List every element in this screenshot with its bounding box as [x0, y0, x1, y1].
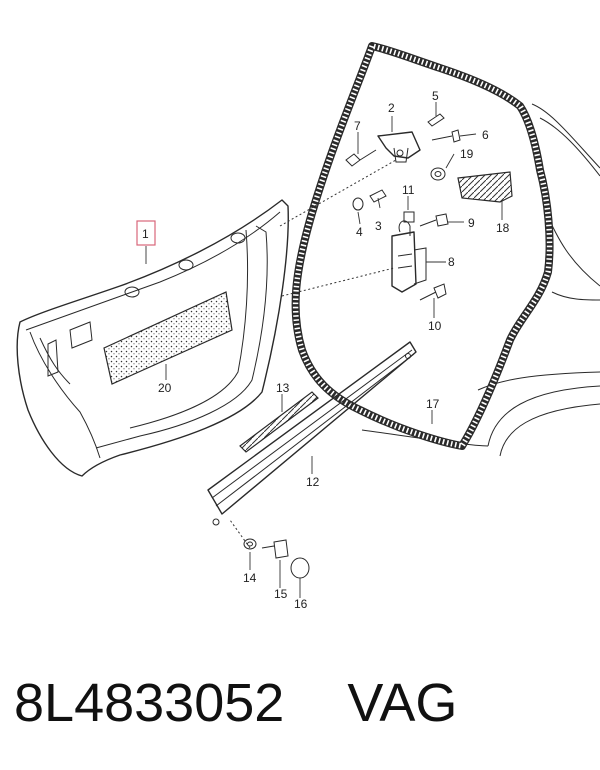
label-2: 2: [388, 101, 395, 115]
label-16: 16: [294, 597, 308, 611]
label-15: 15: [274, 587, 288, 601]
label-8: 8: [448, 255, 455, 269]
label-11: 11: [402, 183, 415, 197]
label-9: 9: [468, 216, 475, 230]
label-17: 17: [426, 397, 440, 411]
leader-lines: [145, 102, 503, 598]
label-10: 10: [428, 319, 442, 333]
label-7: 7: [354, 119, 361, 133]
label-13: 13: [276, 381, 290, 395]
fasteners: [243, 113, 461, 579]
part-labels: 1 2 3 4 5 6 7 8 9 10 11 12 13 14 15 16 1…: [142, 89, 510, 611]
label-14: 14: [243, 571, 257, 585]
label-3: 3: [375, 219, 382, 233]
lower-hinge: [391, 220, 427, 293]
foam-pad: [103, 291, 233, 385]
door-seal: [291, 42, 554, 450]
label-18: 18: [496, 221, 510, 235]
sill-strip: [207, 341, 417, 526]
label-5: 5: [432, 89, 439, 103]
assembly-lines: [229, 159, 397, 549]
label-4: 4: [356, 225, 363, 239]
part-number: 8L4833052: [14, 673, 285, 733]
footer-caption: 8L4833052 VAG: [14, 672, 594, 742]
label-1: 1: [142, 227, 149, 241]
stop-pad: [457, 171, 513, 203]
exploded-parts-diagram: 1 2 3 4 5 6 7 8 9 10 11 12 13 14 15 16 1…: [16, 42, 600, 611]
door-trim-panel: [16, 199, 289, 477]
label-6: 6: [482, 128, 489, 142]
brand-name: VAG: [347, 673, 458, 733]
label-20: 20: [158, 381, 172, 395]
upper-hinge: [377, 131, 421, 163]
rubber-strip: [239, 391, 319, 453]
label-19: 19: [460, 147, 474, 161]
part-1-highlight-box: [136, 220, 156, 246]
label-12: 12: [306, 475, 320, 489]
